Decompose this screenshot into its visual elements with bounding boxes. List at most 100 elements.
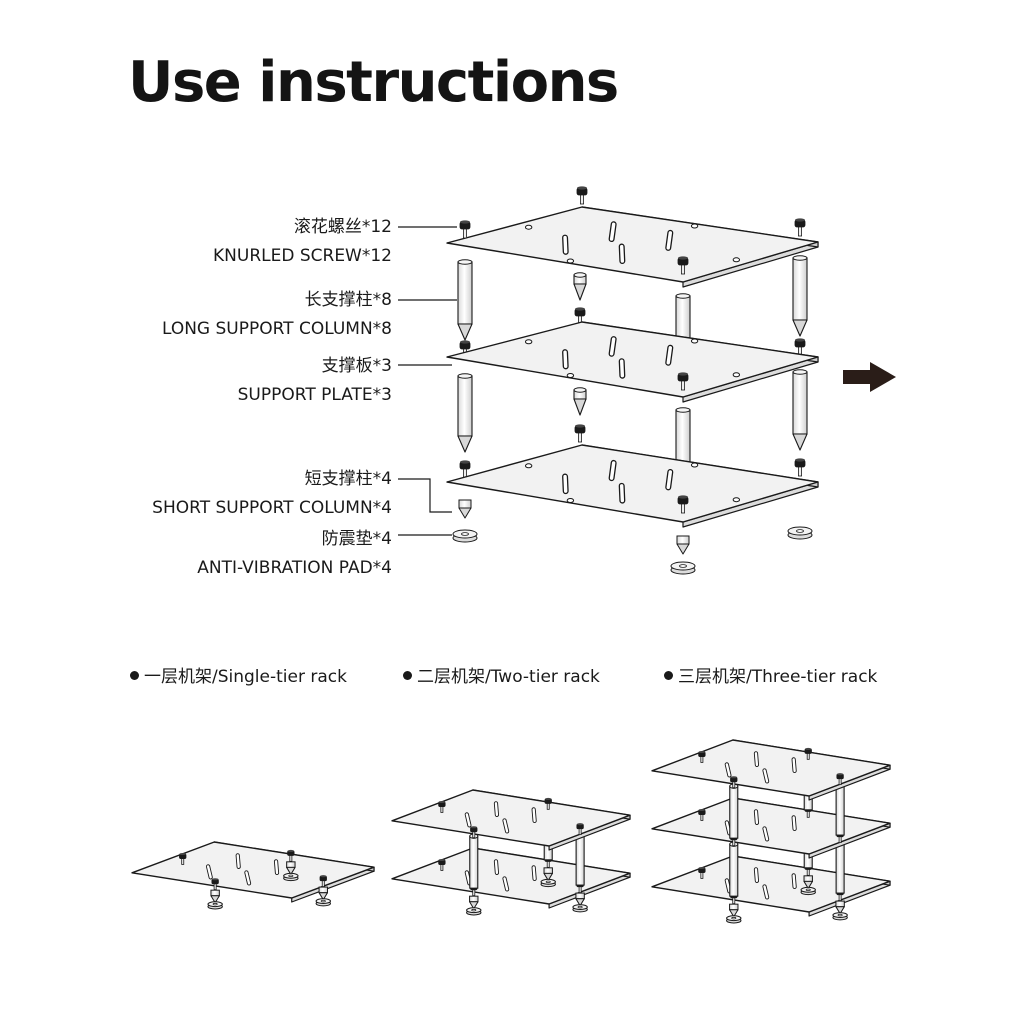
screw-cap — [836, 773, 844, 776]
plate-top — [651, 797, 891, 855]
screw-shaft — [578, 431, 583, 443]
short-column-body — [318, 886, 328, 894]
knurled-screw — [698, 808, 706, 821]
leader-short-column — [398, 478, 452, 513]
knurled-screw — [459, 220, 471, 239]
support-plate — [131, 841, 375, 903]
column-spike — [573, 283, 587, 301]
plate-slot — [465, 871, 471, 885]
plate-slot — [563, 350, 568, 369]
column-top — [675, 293, 691, 299]
part-name-cn: 支撑板*3 — [321, 356, 392, 376]
short-column-spike — [286, 866, 296, 875]
plate-slot — [792, 874, 796, 889]
plate-slot — [666, 231, 672, 250]
support-plate — [446, 444, 819, 528]
config-label-two-tier: 二层机架/Two-tier rack — [403, 666, 600, 688]
support-plate — [391, 789, 631, 851]
config-label-single-tier: 一层机架/Single-tier rack — [130, 666, 347, 688]
knurled-screw — [677, 372, 689, 391]
anti-vibration-pad — [452, 529, 478, 543]
support-plate — [446, 321, 819, 403]
support-plate — [391, 847, 631, 909]
screw-shaft — [580, 193, 585, 205]
short-column-spike — [469, 901, 479, 910]
anti-vibration-pad — [800, 886, 816, 896]
short-column-body — [210, 889, 220, 897]
support-column — [792, 255, 808, 337]
plate-hole — [732, 497, 741, 503]
column-top — [457, 259, 473, 265]
pad-hole — [461, 532, 469, 536]
anti-vibration-pad — [787, 526, 813, 540]
screw-cap — [544, 797, 552, 800]
screw-cap — [211, 878, 219, 881]
plate-hole — [690, 338, 699, 344]
knurled-screw — [544, 797, 552, 810]
plate-slot — [725, 763, 731, 777]
column-body — [457, 375, 473, 437]
column-body — [575, 832, 585, 886]
short-column-body — [286, 861, 296, 868]
plate-top — [391, 789, 631, 847]
knurled-screw — [574, 424, 586, 443]
knurled-screw — [730, 776, 738, 789]
part-name-cn: 防震垫*4 — [321, 529, 392, 549]
plate-slot — [532, 808, 536, 823]
config-label-text: 一层机架/Single-tier rack — [144, 667, 347, 687]
part-name-en: SHORT SUPPORT COLUMN*4 — [152, 498, 392, 518]
screw-cap — [795, 218, 805, 222]
screw-cap — [438, 858, 446, 862]
plate-top — [446, 321, 819, 398]
column-body — [729, 843, 739, 897]
plate-slot — [666, 346, 672, 365]
pad-hole — [837, 913, 843, 917]
screw-cap — [577, 186, 587, 190]
knurled-screw — [698, 866, 706, 879]
screw-cap — [287, 849, 295, 852]
plate-slot — [792, 758, 796, 773]
column-spike — [573, 398, 587, 416]
plate-slot — [609, 461, 616, 480]
plate-hole — [524, 339, 533, 345]
plate-slot — [620, 484, 625, 503]
plate-hole — [566, 373, 575, 378]
knurled-screw — [459, 460, 471, 479]
screw-cap — [179, 852, 186, 856]
column-spike — [457, 435, 473, 453]
short-support-column — [469, 895, 479, 910]
part-name-en: ANTI-VIBRATION PAD*4 — [197, 558, 392, 578]
support-column — [573, 387, 587, 416]
knurled-screw — [804, 747, 812, 760]
config-label-three-tier: 三层机架/Three-tier rack — [664, 666, 877, 688]
plate-hole — [524, 224, 533, 230]
short-support-column — [318, 886, 328, 901]
short-column-body — [676, 535, 690, 545]
knurled-screw — [698, 750, 706, 763]
column-top — [457, 373, 473, 379]
knurled-screw — [677, 495, 689, 514]
plate-slot — [245, 871, 251, 885]
plate-slot — [274, 860, 279, 875]
support-column — [457, 259, 473, 341]
short-column-spike — [210, 895, 220, 904]
screw-cap — [575, 424, 585, 428]
plate-slot — [609, 337, 616, 356]
plate-slot — [609, 222, 616, 241]
plate-hole — [566, 258, 575, 264]
plate-top — [446, 206, 819, 283]
screw-cap — [438, 800, 446, 804]
screw-shaft — [798, 225, 803, 237]
config-label-text: 二层机架/Two-tier rack — [417, 667, 600, 687]
part-name-en: SUPPORT PLATE*3 — [237, 385, 392, 405]
column-top — [792, 255, 808, 261]
screw-cap — [698, 808, 706, 812]
exploded-rack-view — [446, 186, 819, 575]
short-support-column — [575, 892, 585, 907]
screw-cap — [678, 256, 688, 260]
part-label-anti-vibration-pad: 防震垫*4 ANTI-VIBRATION PAD*4 — [72, 528, 392, 579]
plate-slot — [503, 877, 509, 891]
screw-cap — [460, 220, 470, 224]
anti-vibration-pad — [726, 915, 742, 924]
